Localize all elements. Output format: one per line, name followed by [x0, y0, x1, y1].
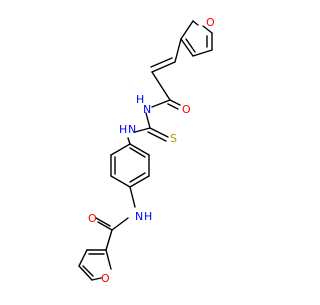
nitrogen-atom-lower: N — [135, 210, 143, 223]
bond — [97, 221, 113, 231]
bond — [202, 25, 213, 34]
thiourea-linkage — [127, 112, 169, 145]
bond — [127, 137, 131, 145]
bond-double-inner — [147, 131, 167, 142]
nitrogen-atom-upper: N — [143, 103, 151, 116]
hydrogen-label-nh-upper: H — [136, 93, 144, 106]
molecule-structure: O O H N S H N H N O O — [0, 0, 300, 300]
furan-ring-top — [180, 20, 213, 57]
bond-double-inner — [82, 265, 94, 277]
bond — [129, 175, 150, 188]
vinyl-chain — [150, 38, 182, 101]
bond — [169, 99, 181, 106]
bond — [129, 186, 136, 208]
bond — [151, 61, 176, 73]
bond — [111, 217, 129, 231]
bond — [174, 38, 182, 63]
bond — [134, 127, 151, 133]
bond-double-inner — [150, 57, 173, 68]
oxygen-atom-carbonyl-upper: O — [182, 103, 191, 116]
furan-ring-bottom — [78, 249, 112, 281]
bond — [91, 277, 102, 281]
hydrogen-label-nh-middle: H — [119, 123, 127, 136]
carbonyl-upper — [151, 99, 181, 110]
bond — [78, 249, 88, 267]
bond — [110, 175, 131, 188]
bond — [78, 265, 93, 281]
molecule-canvas: O O H N S H N H N O O — [0, 0, 300, 300]
bond-double-inner — [95, 217, 111, 227]
bond — [167, 103, 179, 110]
bond — [192, 20, 199, 26]
bond — [192, 49, 213, 57]
sulfur-atom-thio: S — [170, 132, 177, 145]
bond — [180, 20, 194, 40]
bond — [149, 127, 169, 138]
amide-linkage-lower — [95, 186, 136, 251]
bond — [145, 112, 151, 129]
oxygen-atom-carbonyl-lower: O — [88, 212, 97, 225]
oxygen-atom-furan-bottom: O — [101, 272, 110, 285]
bond — [105, 229, 113, 251]
bond — [151, 99, 171, 108]
bond — [105, 249, 112, 270]
hydrogen-label-nh-lower: H — [144, 210, 152, 223]
bond — [129, 143, 150, 156]
background — [0, 0, 300, 300]
oxygen-atom-furan-top: O — [206, 16, 215, 29]
nitrogen-atom-middle: N — [128, 123, 136, 136]
bond — [151, 71, 171, 101]
bond — [180, 38, 194, 57]
benzene-ring — [110, 143, 150, 188]
bond — [110, 143, 131, 156]
bond-double-inner — [185, 38, 196, 53]
bond-double-inner — [129, 147, 146, 158]
bond-double-inner — [129, 172, 146, 183]
